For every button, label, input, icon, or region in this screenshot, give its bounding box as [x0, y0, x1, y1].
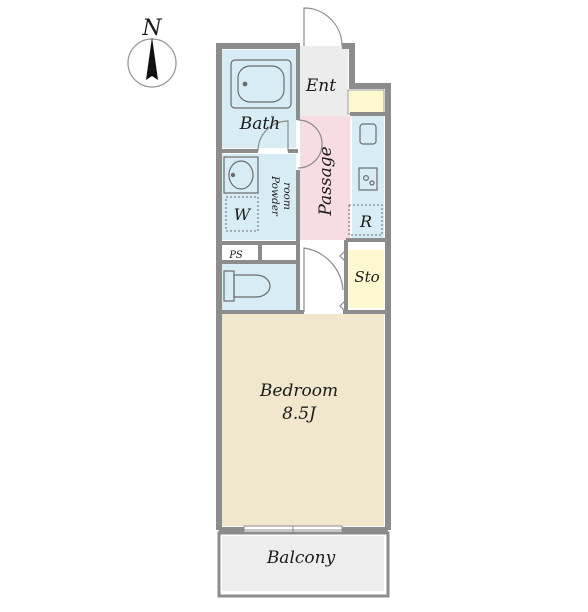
shoe-cabinet: [347, 89, 385, 115]
kitchen-sink-icon: [359, 123, 377, 145]
passage-floor: [300, 116, 350, 240]
entrance-floor: [300, 46, 348, 116]
washer-space: [225, 196, 259, 232]
kitchen-fixtures: [358, 123, 378, 191]
storage-floor: [348, 250, 384, 308]
storage-door: [339, 249, 347, 313]
compass-north-label: N: [141, 16, 162, 41]
stove-icon: [358, 167, 378, 191]
toilet-floor: [222, 262, 296, 310]
washbasin-icon: [223, 156, 259, 194]
label-powder-room-line1: Powder: [269, 175, 281, 217]
compass: N: [127, 16, 177, 88]
bedroom-floor: [222, 314, 384, 526]
label-washer: W: [234, 205, 252, 224]
compass-arrow-icon: [146, 37, 158, 80]
pipe-space-floor: [222, 246, 260, 262]
doors: [257, 7, 347, 313]
fridge-space: [348, 204, 383, 236]
powder-door: [297, 119, 323, 169]
toilet-icon: [223, 270, 271, 302]
label-fridge: R: [359, 212, 372, 231]
label-pipe-space: PS: [228, 250, 243, 261]
label-bedroom-name: Bedroom: [259, 381, 338, 401]
label-bedroom-size: 8.5J: [282, 404, 317, 424]
label-bath: Bath: [239, 114, 280, 134]
bathtub-icon: [230, 59, 292, 109]
label-balcony: Balcony: [266, 548, 336, 568]
label-entrance: Ent: [305, 76, 336, 96]
bedroom-door: [303, 247, 344, 312]
label-storage: Sto: [354, 268, 379, 286]
label-passage: Passage: [316, 146, 336, 216]
balcony-floor: [222, 536, 384, 591]
entrance-door: [303, 7, 343, 47]
label-powder-room-line2: room: [281, 182, 293, 210]
balcony-outline: [217, 531, 390, 598]
interior-walls: [219, 46, 388, 314]
bath-door: [257, 120, 289, 152]
